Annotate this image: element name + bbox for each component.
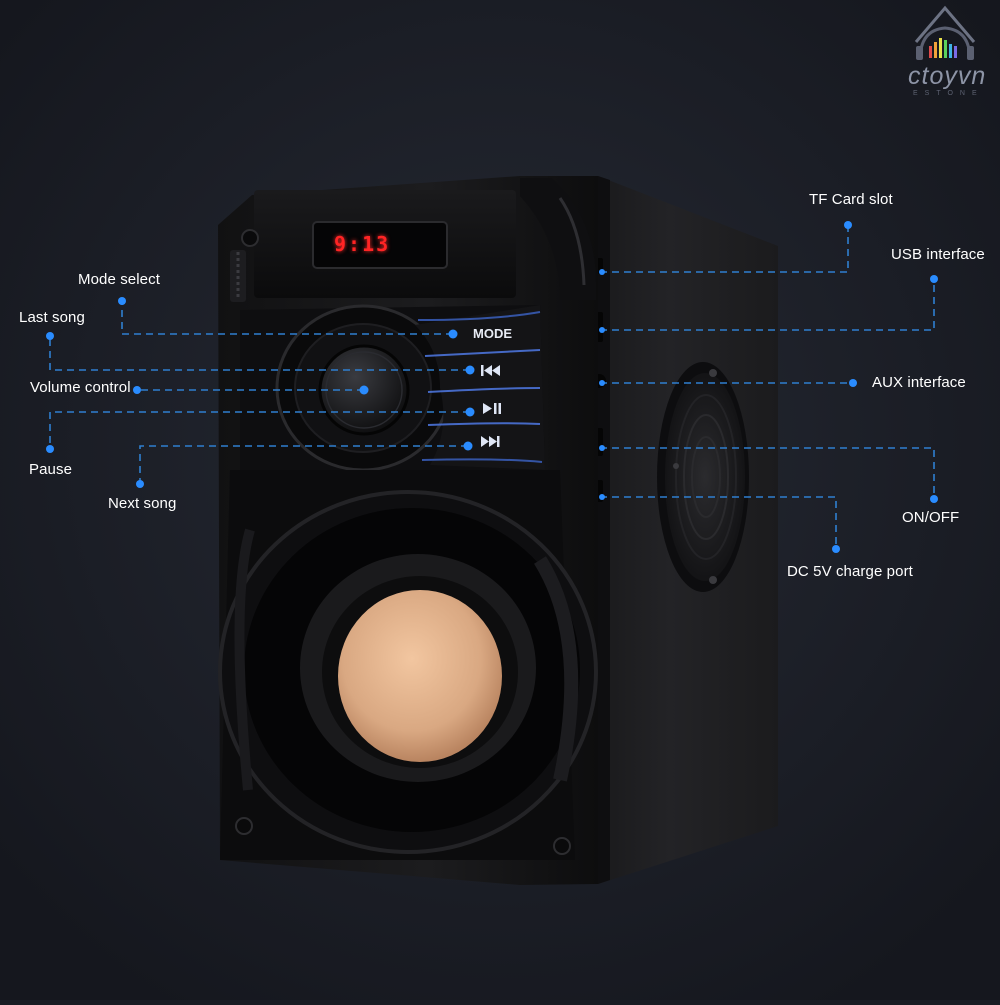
usb-port-dot [599, 327, 605, 333]
passive-radiator [657, 362, 749, 592]
label-tf-card-slot: TF Card slot [809, 191, 893, 208]
label-last-song: Last song [19, 309, 85, 326]
tf-slot-dot [599, 269, 605, 275]
woofer-section [218, 470, 598, 860]
next-button-dot [463, 441, 473, 451]
label-on-off: ON/OFF [902, 509, 960, 526]
label-aux-interface: AUX interface [872, 374, 966, 391]
aux-dot [849, 379, 857, 387]
dc-port-inner-dot [599, 494, 605, 500]
tf-card-dot [844, 221, 852, 229]
play-button-dot [465, 407, 475, 417]
label-mode-select: Mode select [78, 271, 160, 288]
led-display: 9:13 [334, 232, 391, 256]
label-volume-control: Volume control [30, 379, 131, 396]
label-next-song: Next song [108, 495, 177, 512]
label-usb-interface: USB interface [891, 246, 985, 263]
pause-dot [46, 445, 54, 453]
next-song-dot [136, 480, 144, 488]
mode-select-dot [448, 329, 458, 339]
mode-select-end-dot [118, 297, 126, 305]
dc-port-dot [832, 545, 840, 553]
watermark-tagline: ESTONE [913, 90, 984, 97]
mode-button-label: MODE [473, 326, 512, 341]
volume-control-dot [133, 386, 141, 394]
aux-port-dot [599, 380, 605, 386]
label-pause: Pause [29, 461, 73, 478]
last-song-dot [46, 332, 54, 340]
watermark-brand: ctoyvn [908, 62, 987, 90]
label-dc-charge-port: DC 5V charge port [787, 563, 913, 580]
callout-lines [49, 226, 935, 548]
woofer-cone [338, 590, 502, 762]
watermark-logo [914, 5, 976, 61]
next-track-icon [481, 436, 500, 447]
prev-button-dot [465, 365, 475, 375]
previous-track-icon [481, 365, 500, 376]
callout-dots [46, 221, 938, 553]
on-off-dot [930, 495, 938, 503]
volume-knob-dot [359, 385, 369, 395]
play-pause-icon [483, 403, 501, 414]
switch-dot [599, 445, 605, 451]
usb-dot [930, 275, 938, 283]
